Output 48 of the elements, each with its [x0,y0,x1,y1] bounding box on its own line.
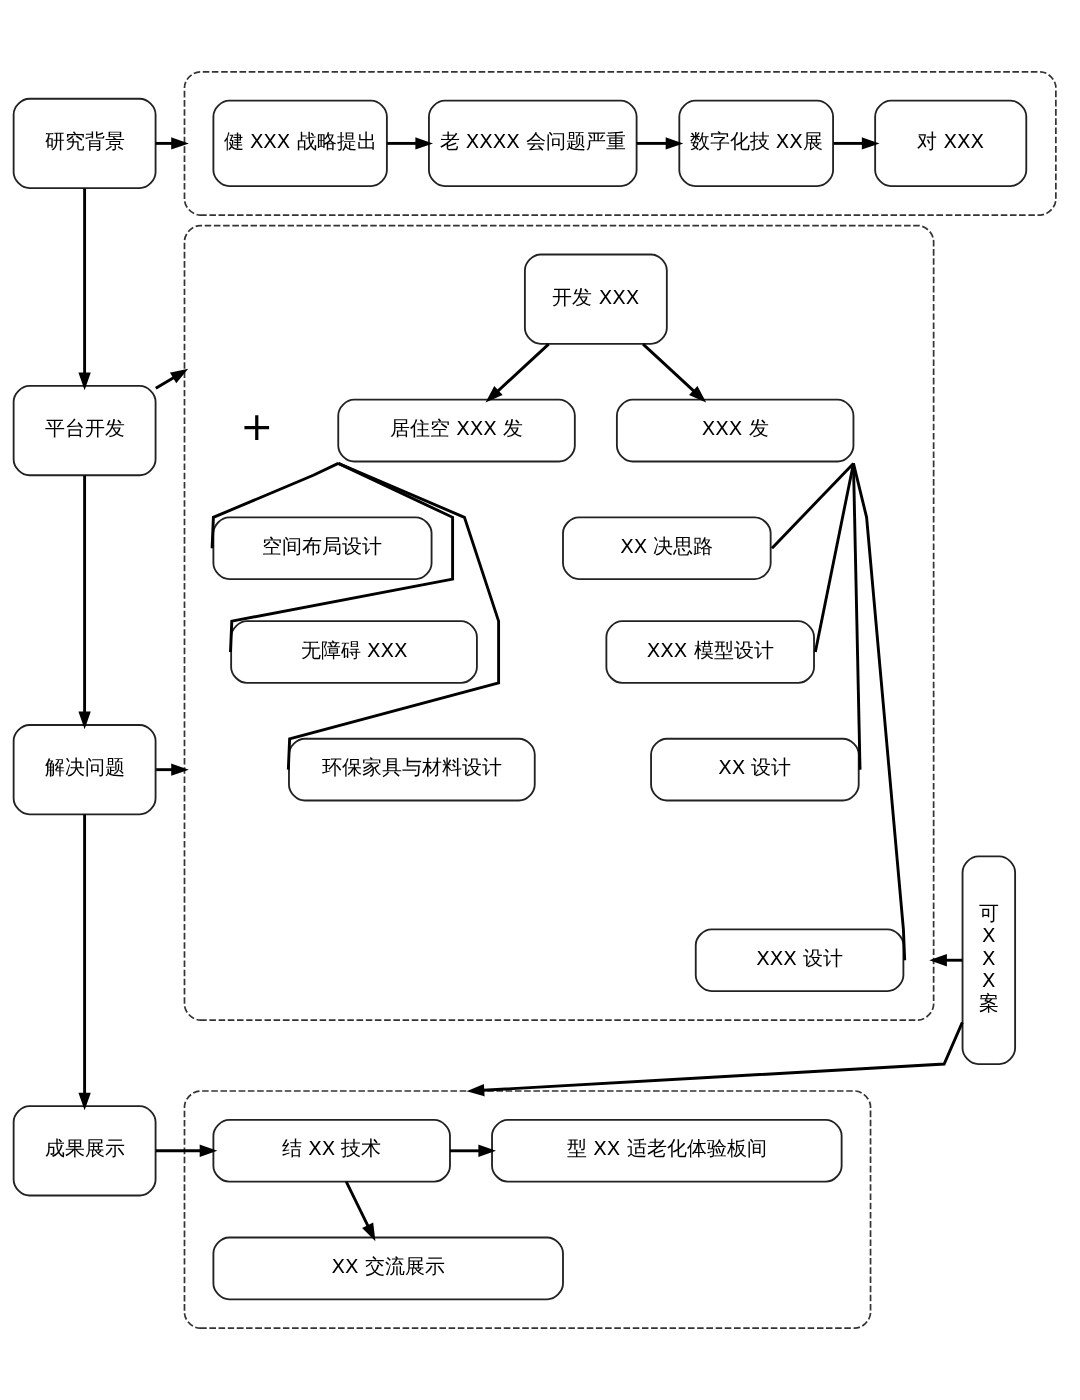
arrow [344,1181,376,1242]
connector [852,463,907,961]
cluster [183,1090,872,1330]
node-box: XX 设计 [650,737,860,802]
node-box: 平台开发 [12,384,157,477]
node-box: 可XXX案 [961,855,1017,1065]
arrow [833,137,880,150]
node-box: 型 XX 适老化体验板间 [491,1119,843,1183]
node-box: 解决问题 [12,724,157,816]
arrow [636,137,684,150]
node-box: 结 XX 技术 [212,1119,451,1183]
node-box: 健 XXX 战略提出 [212,99,388,188]
node-box: 老 XXXX 会问题严重 [428,99,638,188]
arrow [450,1144,497,1157]
cluster [183,70,1057,216]
node-box: 数字化技 XX展 [678,99,834,188]
node-box: XXX 发 [615,398,855,463]
arrow [485,343,550,403]
node-box: XXX 模型设计 [605,620,815,684]
arrow [78,814,91,1111]
arrow [78,188,91,391]
connector [286,462,501,770]
node-box: 开发 XXX [523,253,668,345]
node-box: 无障碍 XXX [230,620,478,684]
arrow [387,137,433,150]
arrow [155,137,189,150]
arrow [78,475,91,730]
cluster [183,224,935,1021]
arrow [642,343,707,403]
node-box: 研究背景 [12,97,157,189]
node-box: XXX 设计 [694,928,905,993]
arrow [929,954,963,967]
node-box: 居住空 XXX 发 [337,398,576,463]
node-box: XX 交流展示 [212,1236,564,1301]
arrow [155,1144,218,1157]
arrow [155,368,189,390]
node-box: 对 XXX [874,99,1028,188]
arrow [466,1021,964,1097]
connector [210,462,339,549]
connector [813,463,855,653]
node-box: 空间布局设计 [212,516,433,580]
node-box: XX 决思路 [562,516,772,580]
label: + [240,403,274,450]
node-box: 环保家具与材料设计 [288,737,536,802]
node-box: 成果展示 [12,1105,157,1197]
arrow [156,763,189,776]
connector [852,463,862,770]
connector [770,462,855,550]
